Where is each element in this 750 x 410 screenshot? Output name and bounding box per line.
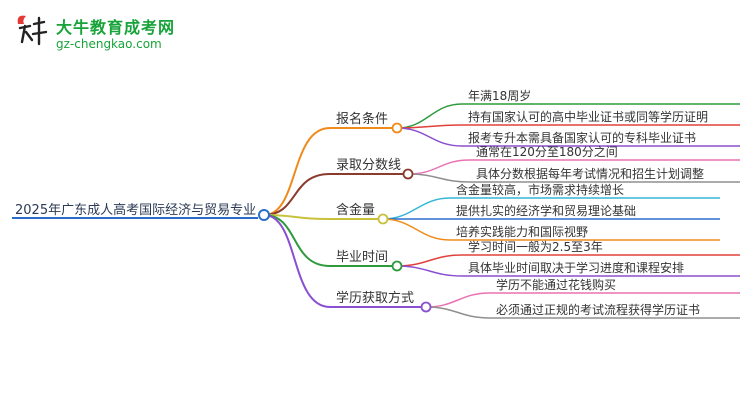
branch-connector bbox=[263, 214, 331, 267]
leaf-label[interactable]: 学习时间一般为2.5至3年 bbox=[468, 239, 603, 254]
leaf-label[interactable]: 学历不能通过花钱购买 bbox=[496, 277, 616, 292]
leaf-label[interactable]: 必须通过正规的考试流程获得学历证书 bbox=[496, 302, 700, 317]
leaf-connector bbox=[396, 265, 463, 277]
site-title: 大牛教育成考网 bbox=[56, 18, 176, 37]
leaf-connector bbox=[425, 306, 491, 319]
leaf-connector bbox=[396, 254, 463, 267]
leaf-label[interactable]: 具体分数根据每年考试情况和招生计划调整 bbox=[476, 166, 704, 181]
branch-label[interactable]: 含金量 bbox=[336, 202, 375, 218]
leaf-label[interactable]: 通常在120分至180分之间 bbox=[476, 145, 618, 159]
leaf-connector bbox=[407, 159, 471, 175]
branch-label[interactable]: 学历获取方式 bbox=[336, 290, 414, 306]
leaf-label[interactable]: 年满18周岁 bbox=[468, 88, 531, 103]
leaf-connector bbox=[425, 292, 491, 308]
branch-label[interactable]: 录取分数线 bbox=[336, 158, 401, 173]
branch-node bbox=[420, 301, 432, 313]
site-url: gz-chengkao.com bbox=[56, 37, 162, 51]
root-topic[interactable]: 2025年广东成人高考国际经济与贸易专业 bbox=[15, 202, 256, 218]
branch-label[interactable]: 毕业时间 bbox=[336, 250, 388, 265]
site-logo[interactable]: 大牛教育成考网 gz-chengkao.com bbox=[0, 0, 200, 60]
leaf-label[interactable]: 报考专升本需具备国家认可的专科毕业证书 bbox=[468, 130, 696, 145]
leaf-label[interactable]: 提供扎实的经济学和贸易理论基础 bbox=[456, 203, 636, 218]
branch-node bbox=[402, 168, 414, 180]
branch-connector bbox=[263, 214, 331, 220]
branch-node bbox=[377, 213, 389, 225]
bull-logo-icon bbox=[17, 15, 48, 46]
leaf-connector bbox=[396, 127, 463, 147]
branch-connector bbox=[263, 214, 331, 308]
branch-connector bbox=[263, 173, 331, 216]
root-node bbox=[258, 209, 270, 221]
leaf-label[interactable]: 含金量较高，市场需求持续增长 bbox=[456, 182, 624, 197]
leaf-label[interactable]: 具体毕业时间取决于学习进度和课程安排 bbox=[468, 260, 684, 275]
leaf-connector bbox=[407, 173, 471, 183]
leaf-connector bbox=[382, 218, 451, 241]
branch-connector bbox=[263, 127, 331, 216]
leaf-connector bbox=[396, 103, 463, 129]
branch-node bbox=[391, 260, 403, 272]
leaf-label[interactable]: 培养实践能力和国际视野 bbox=[456, 224, 588, 239]
branch-label[interactable]: 报名条件 bbox=[336, 111, 388, 127]
leaf-label[interactable]: 持有国家认可的高中毕业证书或同等学历证明 bbox=[468, 109, 708, 124]
leaf-connector bbox=[382, 197, 451, 220]
branch-node bbox=[391, 122, 403, 134]
